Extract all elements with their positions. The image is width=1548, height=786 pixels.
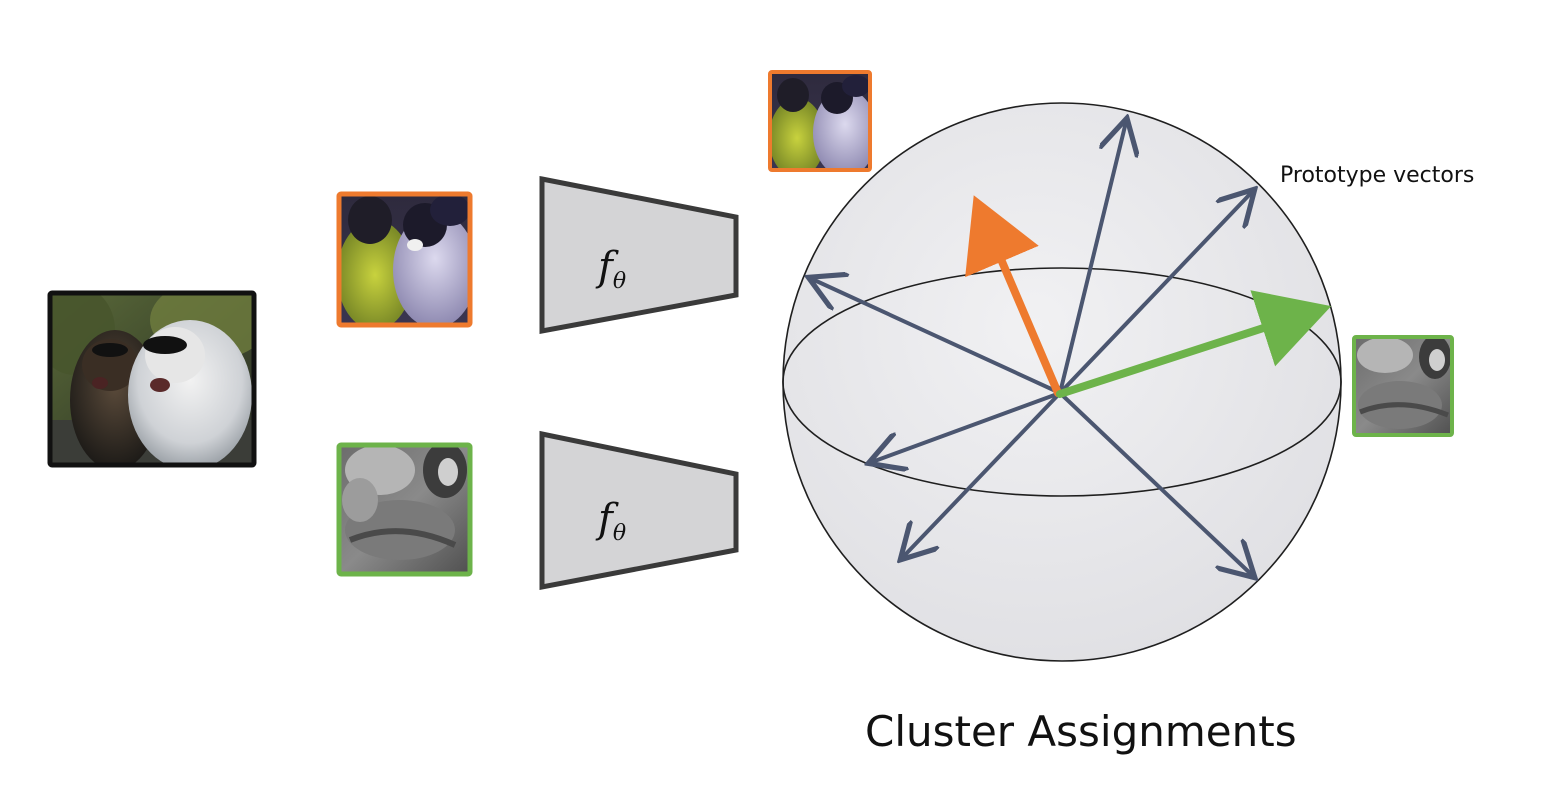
prototype-vectors (812, 122, 1252, 575)
encoder-bottom: fθ (539, 430, 739, 591)
crop-b-image (336, 442, 473, 577)
prototype-arrow (812, 279, 1062, 395)
prototype-arrow (1058, 192, 1252, 395)
prototype-arrow (872, 391, 1062, 462)
crop-b-thumbnail (1352, 335, 1454, 437)
crop-b-embedding-arrow (1056, 290, 1332, 398)
cluster-assignments-title: Cluster Assignments (865, 707, 1297, 756)
crop-a-thumbnail (768, 70, 872, 172)
crop-a-image (336, 191, 473, 328)
prototype-arrow (1058, 122, 1126, 395)
crop-a-embedding-arrow (965, 195, 1062, 397)
prototype-arrow (1058, 391, 1252, 575)
prototype-vectors-label: Prototype vectors (1280, 163, 1474, 188)
encoder-top: fθ (539, 175, 739, 335)
source-image (47, 290, 257, 468)
prototype-arrow (903, 391, 1062, 557)
